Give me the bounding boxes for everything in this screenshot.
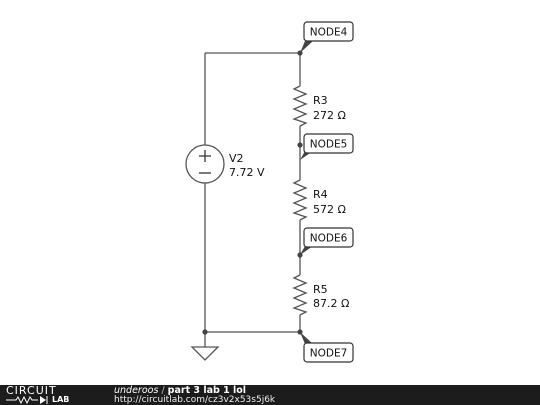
logo-resistor-icon [6,395,48,404]
node-label-node7[interactable]: NODE7 [300,332,354,363]
voltage-source-symbol [185,144,225,184]
footer-bar: CIRCUIT LAB underoos / part 3 lab 1 lol … [0,385,540,405]
author-name[interactable]: underoos [114,385,159,396]
resistor-zigzag-icon [292,274,308,316]
project-url-link[interactable]: http://circuitlab.com/cz3v2x53s5j6k [114,395,276,405]
junction-dot [297,142,303,148]
node-label-text: NODE4 [310,27,348,39]
resistor-zigzag-icon [292,85,308,127]
logo-text-top: CIRCUIT [6,384,57,397]
node-label-box [303,21,354,42]
schematic-canvas: V2 7.72 V R3 272 Ω R4 572 Ω R5 87.2 Ω [185,21,354,363]
project-name[interactable]: part 3 lab 1 lol [167,385,247,396]
node-label-text: NODE5 [310,139,348,151]
resistor-r3[interactable]: R3 272 Ω [292,85,346,127]
wires [204,52,301,347]
resistor-name: R3 [313,94,328,107]
resistor-value: 572 Ω [313,203,346,216]
node-pointer-icon [300,332,313,344]
logo-text-bottom: LAB [52,395,70,404]
node-label-text: NODE6 [310,233,348,245]
junction-dot [202,329,208,335]
node-label-box [303,133,354,154]
voltage-source-v2[interactable]: V2 7.72 V [185,144,265,184]
resistor-name: R5 [313,283,328,296]
circuit-schematic: V2 7.72 V R3 272 Ω R4 572 Ω R5 87.2 Ω [185,21,354,363]
node-label-node6[interactable]: NODE6 [300,227,354,255]
resistor-name: R4 [313,188,328,201]
junction-dots [202,50,303,335]
source-value: 7.72 V [229,166,265,179]
node-label-node4[interactable]: NODE4 [300,21,354,53]
node-label-box [303,227,354,248]
node-label-box [303,342,354,363]
node-pointer-icon [300,246,313,255]
circuitlab-logo[interactable]: CIRCUIT LAB [6,385,106,405]
footer-title: underoos / part 3 lab 1 lol [114,386,246,396]
node-label-node5[interactable]: NODE5 [300,133,354,160]
source-name: V2 [229,152,244,165]
resistor-r4[interactable]: R4 572 Ω [292,179,346,221]
title-separator: / [161,385,165,396]
plus-sign-icon [199,150,211,162]
node-pointer-icon [300,41,313,53]
resistor-r5[interactable]: R5 87.2 Ω [292,274,349,316]
ground-icon [190,346,220,361]
resistor-value: 272 Ω [313,109,346,122]
resistor-zigzag-icon [292,179,308,221]
resistor-value: 87.2 Ω [313,297,349,310]
node-label-text: NODE7 [310,348,348,360]
